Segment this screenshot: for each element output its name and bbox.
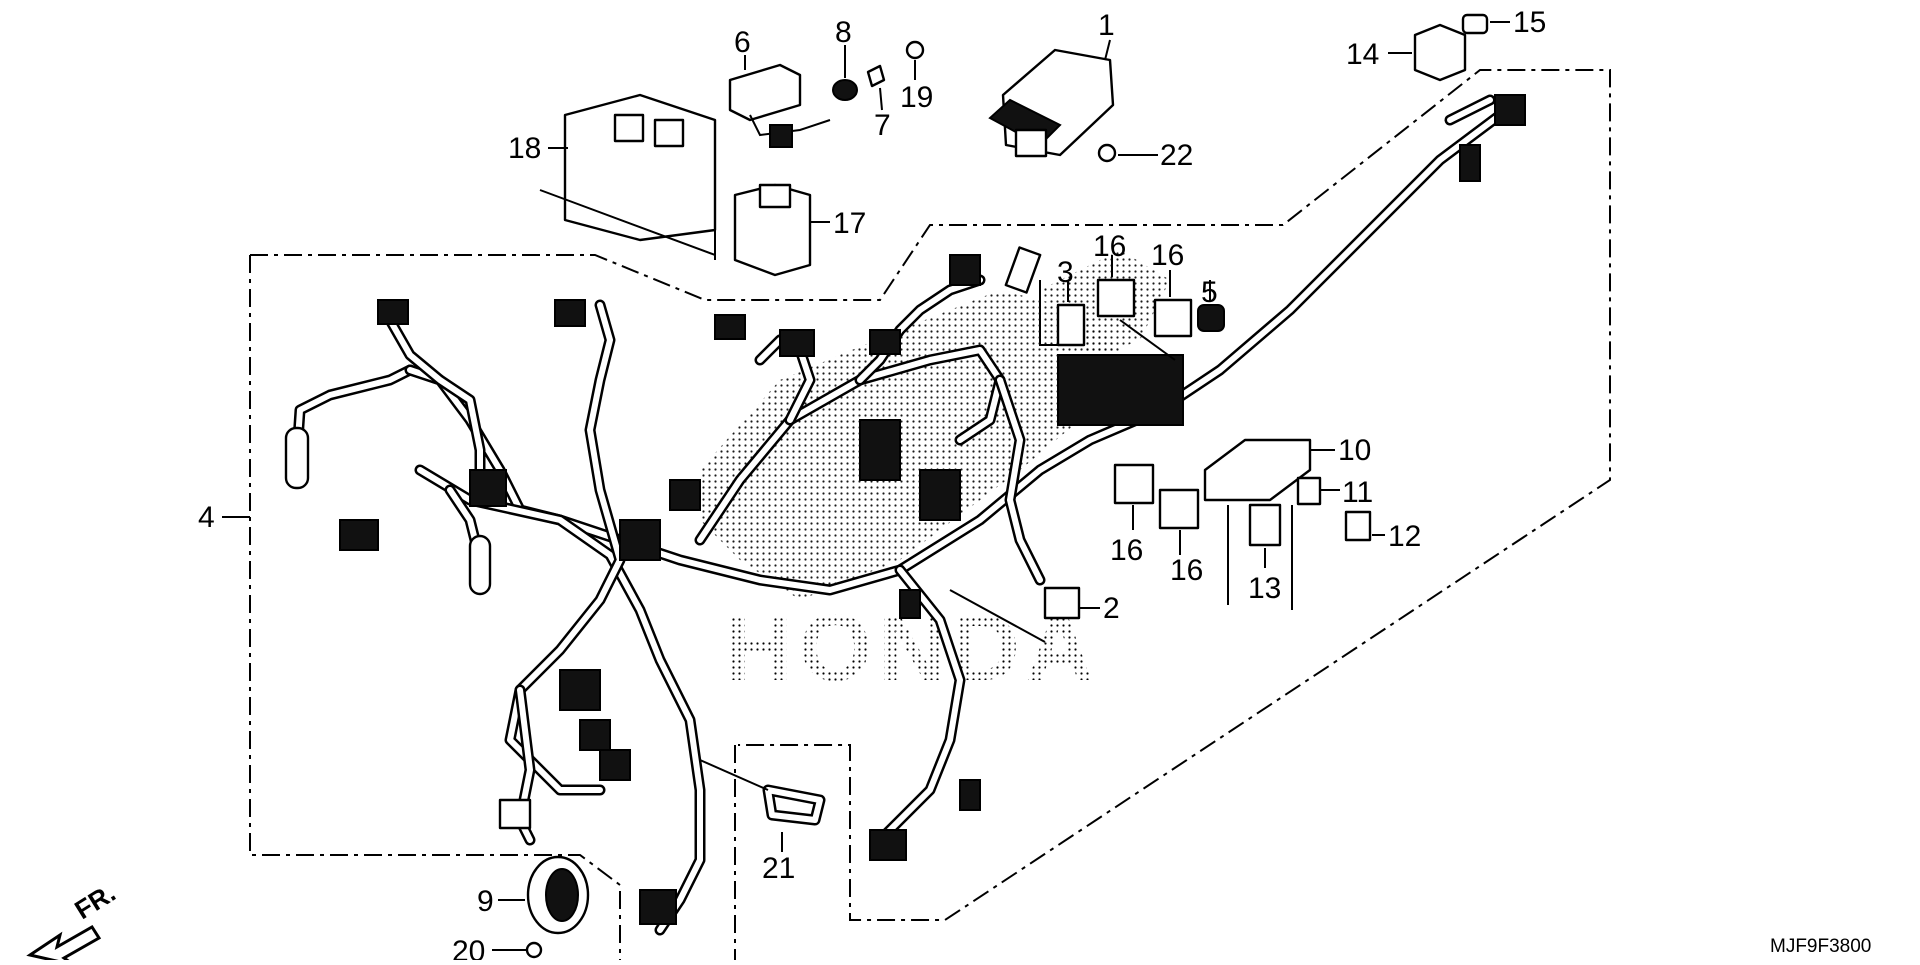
callout-9: 9 <box>477 885 494 918</box>
callout-8: 8 <box>835 16 852 49</box>
front-direction-arrow: FR. <box>26 877 121 965</box>
part-8-grommet <box>832 45 858 101</box>
callout-5: 5 <box>1201 276 1218 309</box>
part-6-unit <box>728 55 831 148</box>
part-21-clamp <box>699 759 826 852</box>
front-label: FR. <box>69 877 120 925</box>
fuse-box-group <box>1039 280 1184 426</box>
part-2-relay <box>949 586 1100 643</box>
callout-16c: 16 <box>1110 534 1143 567</box>
callout-22: 22 <box>1160 139 1193 172</box>
part-3-fuse <box>1056 280 1086 347</box>
part-5-grommet <box>1197 280 1225 332</box>
part-20-bolt <box>492 941 543 959</box>
part-16-relay-lower-right <box>1158 488 1200 555</box>
part-14-relay <box>1388 23 1467 82</box>
part-10-fuse-box <box>1203 438 1335 502</box>
part-9-horn <box>498 855 590 935</box>
callout-20: 20 <box>452 935 485 960</box>
part-16-relay-top-right <box>1153 270 1193 338</box>
callout-11: 11 <box>1342 476 1373 509</box>
part-18-ecu <box>539 93 717 260</box>
callout-3: 3 <box>1057 256 1074 289</box>
part-13-fuse <box>1227 503 1293 610</box>
callout-6: 6 <box>734 26 751 59</box>
assembly-outline <box>249 69 1611 960</box>
callout-17: 17 <box>833 207 866 240</box>
callout-7: 7 <box>874 109 891 142</box>
part-22-bolt <box>1097 143 1158 163</box>
part-11-fuse <box>1296 476 1340 506</box>
part-16-relay-top-left <box>1096 255 1136 318</box>
callout-16a: 16 <box>1093 230 1126 263</box>
callout-14: 14 <box>1346 38 1379 71</box>
part-16-relay-lower-left <box>1113 463 1155 530</box>
callout-18: 18 <box>508 132 541 165</box>
callout-10: 10 <box>1338 434 1371 467</box>
callout-21: 21 <box>762 852 795 885</box>
callout-16d: 16 <box>1170 554 1203 587</box>
part-17-unit <box>733 183 830 277</box>
part-12-fuse <box>1344 510 1385 542</box>
part-19-bolt <box>905 40 925 80</box>
callout-13: 13 <box>1248 572 1281 605</box>
diagram-code: MJF9F3800 <box>1770 936 1871 957</box>
callout-19: 19 <box>900 81 933 114</box>
part-15-cap <box>1461 13 1510 35</box>
callout-15: 15 <box>1513 6 1546 39</box>
callout-16b: 16 <box>1151 239 1184 272</box>
part-1-module <box>988 39 1115 158</box>
part-7-collar <box>866 64 886 111</box>
callout-1: 1 <box>1098 9 1115 42</box>
main-wiring-harness <box>292 94 1506 936</box>
callout-2: 2 <box>1103 592 1120 625</box>
callout-labels: 1 2 3 4 5 6 7 8 9 10 11 12 13 14 15 16 1… <box>198 6 1546 965</box>
callout-4: 4 <box>198 501 215 534</box>
callout-12: 12 <box>1388 520 1421 553</box>
